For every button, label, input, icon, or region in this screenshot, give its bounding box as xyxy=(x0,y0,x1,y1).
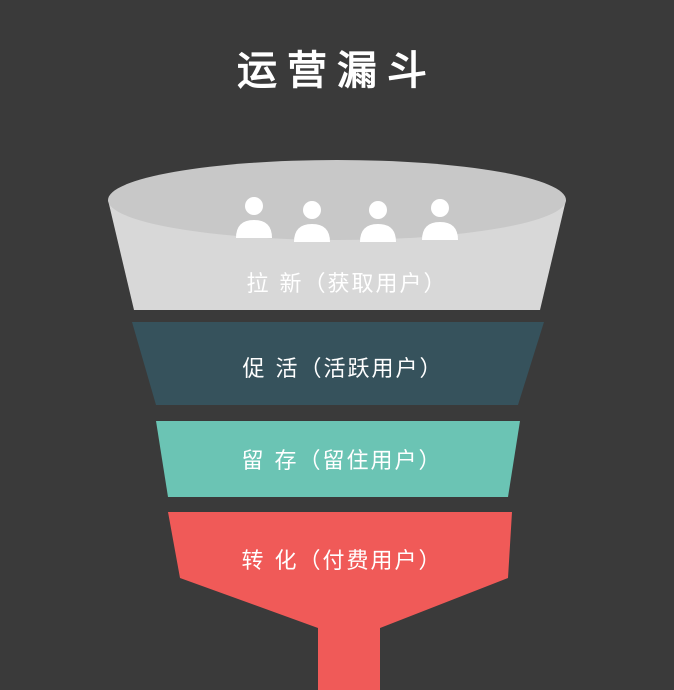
stage-3-label: 留 存（留住用户） xyxy=(242,449,443,474)
user-icon xyxy=(360,201,396,242)
stage-4-label: 转 化（付费用户） xyxy=(242,549,443,574)
funnel-stage-activation: 促 活（活跃用户） xyxy=(132,322,544,405)
funnel-stage-acquisition: 拉 新（获取用户） xyxy=(108,160,566,310)
stage-3-shape xyxy=(156,421,520,497)
stage-1-rim xyxy=(108,160,566,240)
stage-1-label: 拉 新（获取用户） xyxy=(247,272,448,297)
page-title: 运营漏斗 xyxy=(237,48,437,94)
funnel-stage-retention: 留 存（留住用户） xyxy=(156,421,520,497)
user-icons-group xyxy=(236,197,458,242)
stage-2-shape xyxy=(132,322,544,405)
user-icon xyxy=(236,197,272,238)
funnel-stage-conversion: 转 化（付费用户） xyxy=(168,512,512,690)
stage-4-shape xyxy=(168,512,512,690)
stage-2-label: 促 活（活跃用户） xyxy=(243,357,444,382)
user-icon xyxy=(294,201,330,242)
user-icon xyxy=(422,199,458,240)
